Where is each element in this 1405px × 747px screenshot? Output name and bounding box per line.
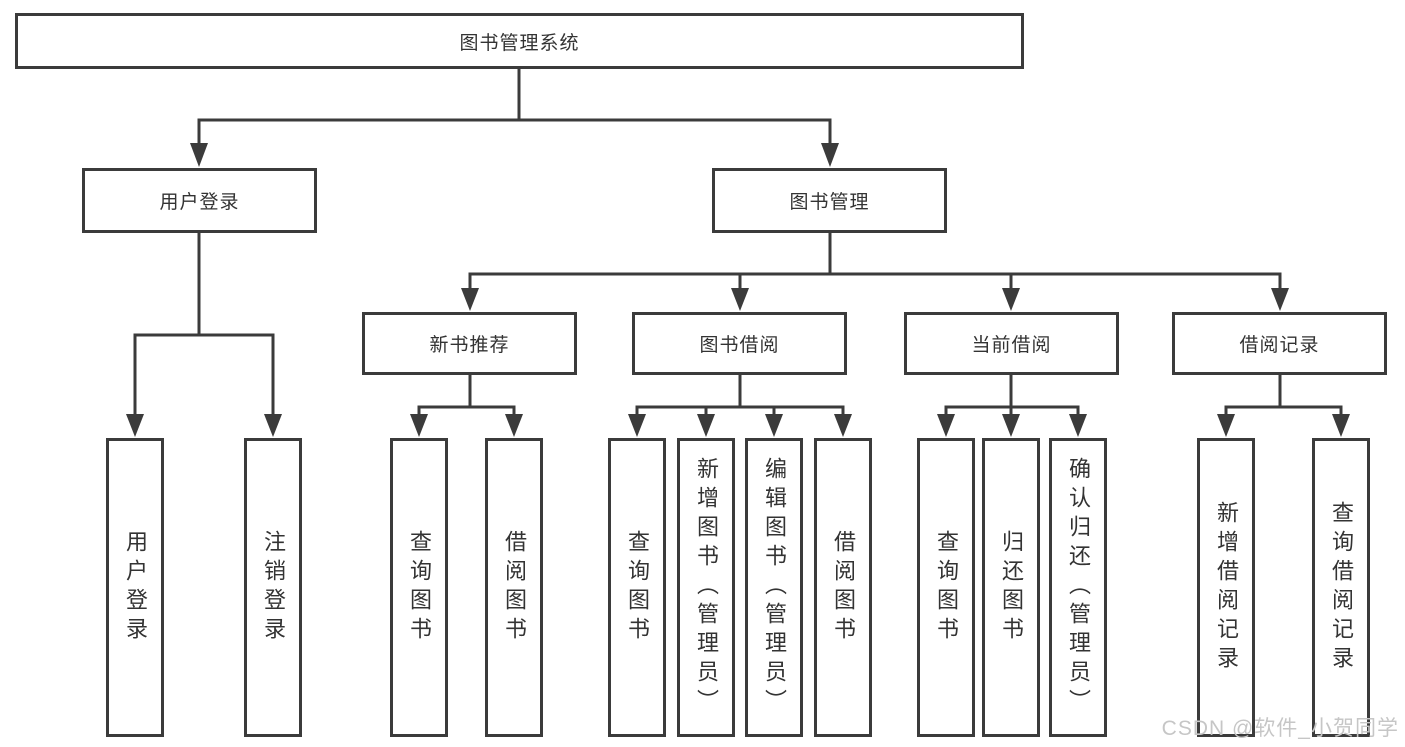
leaf-label: 归还图书 bbox=[999, 529, 1024, 646]
node-library-management-system: 图书管理系统 bbox=[15, 13, 1024, 69]
node-label: 用户登录 bbox=[159, 192, 240, 213]
connector-userlogin-to-leaves bbox=[133, 233, 275, 420]
node-label: 新书推荐 bbox=[429, 335, 510, 356]
connector-newbook-to-leaves bbox=[417, 375, 516, 420]
leaf-borrowing-query-books: 查询图书 bbox=[608, 438, 666, 737]
node-book-borrowing: 图书借阅 bbox=[632, 312, 847, 375]
node-label: 当前借阅 bbox=[971, 335, 1052, 356]
leaf-borrowing-add-book-admin: 新增图书（管理员） bbox=[677, 438, 735, 737]
leaf-label: 借阅图书 bbox=[502, 529, 527, 646]
leaf-current-return-books: 归还图书 bbox=[982, 438, 1040, 737]
node-label: 图书借阅 bbox=[699, 335, 780, 356]
leaf-label: 查询图书 bbox=[934, 529, 959, 646]
node-borrow-records: 借阅记录 bbox=[1172, 312, 1387, 375]
connector-currentborrow-to-leaves bbox=[944, 375, 1080, 420]
leaf-label: 查询图书 bbox=[625, 529, 650, 646]
leaf-label: 确认归还（管理员） bbox=[1066, 457, 1091, 718]
leaf-user-login: 用户登录 bbox=[106, 438, 164, 737]
leaf-logout: 注销登录 bbox=[244, 438, 302, 737]
leaf-label: 查询借阅记录 bbox=[1329, 500, 1354, 675]
leaf-records-query-borrow-record: 查询借阅记录 bbox=[1312, 438, 1370, 737]
node-user-login: 用户登录 bbox=[82, 168, 317, 233]
node-new-book-recommend: 新书推荐 bbox=[362, 312, 577, 375]
leaf-label: 新增借阅记录 bbox=[1214, 500, 1239, 675]
connector-borrowrecords-to-leaves bbox=[1224, 375, 1343, 420]
node-label: 借阅记录 bbox=[1239, 335, 1320, 356]
leaf-label: 编辑图书（管理员） bbox=[762, 457, 787, 718]
leaf-label: 用户登录 bbox=[123, 529, 148, 646]
leaf-label: 借阅图书 bbox=[831, 529, 856, 646]
connector-root-to-level2 bbox=[197, 69, 832, 150]
leaf-label: 注销登录 bbox=[261, 529, 286, 646]
arrowheads bbox=[126, 143, 1350, 437]
node-book-management: 图书管理 bbox=[712, 168, 947, 233]
node-label: 图书管理 bbox=[789, 192, 870, 213]
leaf-label: 查询图书 bbox=[407, 529, 432, 646]
csdn-watermark: CSDN @软件_小贺同学 bbox=[1161, 717, 1399, 740]
leaf-current-confirm-return-admin: 确认归还（管理员） bbox=[1049, 438, 1107, 737]
leaf-borrowing-edit-book-admin: 编辑图书（管理员） bbox=[745, 438, 803, 737]
leaf-borrowing-borrow-books: 借阅图书 bbox=[814, 438, 872, 737]
node-current-borrowing: 当前借阅 bbox=[904, 312, 1119, 375]
leaf-recommend-borrow-books: 借阅图书 bbox=[485, 438, 543, 737]
connector-bookborrow-to-leaves bbox=[635, 375, 845, 420]
leaf-current-query-books: 查询图书 bbox=[917, 438, 975, 737]
node-label: 图书管理系统 bbox=[459, 32, 580, 54]
connector-bookmgmt-to-level3 bbox=[468, 233, 1282, 296]
leaf-recommend-query-books: 查询图书 bbox=[390, 438, 448, 737]
leaf-records-add-borrow-record: 新增借阅记录 bbox=[1197, 438, 1255, 737]
leaf-label: 新增图书（管理员） bbox=[694, 457, 719, 718]
